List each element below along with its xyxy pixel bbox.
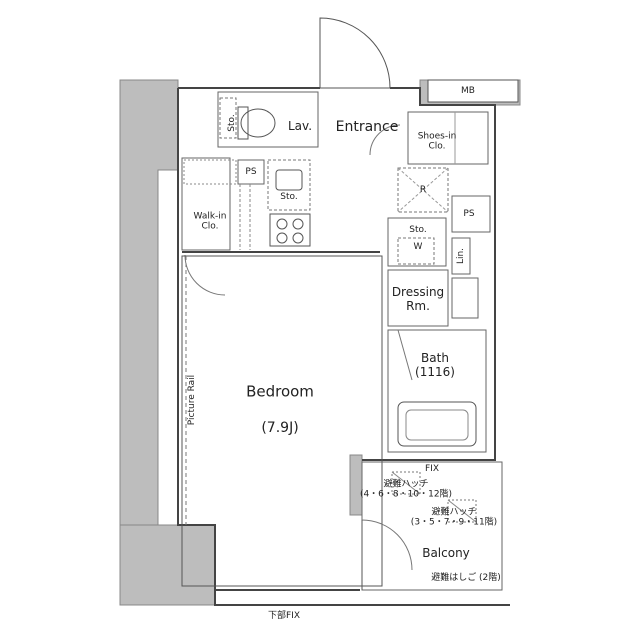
washer-label: W: [413, 241, 423, 252]
ps-right-label: PS: [463, 208, 475, 219]
mb-box: [427, 79, 519, 103]
bedroom-area: [181, 255, 383, 587]
refrigerator-label: R: [419, 184, 427, 195]
lav-room: [217, 91, 319, 148]
bath-label: Bath(1116): [415, 351, 455, 379]
ladder-label: 避難はしご (2階): [431, 572, 501, 583]
ps-top-label: PS: [245, 166, 257, 177]
hatch-b: [447, 499, 477, 523]
balcony-label: Balcony: [422, 546, 470, 561]
ps-right: [451, 195, 491, 233]
hatch-b-label: 避難ハッチ(3・5・7・9・11階): [410, 507, 498, 528]
stove: [269, 213, 311, 247]
refrigerator-space: [397, 167, 449, 213]
fix-label: FIX: [425, 463, 439, 474]
hatch-a-label: 避難ハッチ(4・6・8・10・12階): [359, 479, 453, 500]
picture-rail-label: Picture Rail: [186, 374, 197, 426]
exterior-wall: [177, 87, 510, 606]
mb-label: MB: [461, 85, 475, 96]
ps-top: [237, 159, 265, 185]
entrance-label: Entrance: [335, 118, 399, 135]
bathtub: [397, 401, 477, 447]
hatch-a: [391, 471, 421, 495]
lower-fix-label: 下部FIX: [268, 610, 300, 621]
walk-in-clo: [181, 157, 231, 251]
sink: [275, 169, 303, 191]
sto-lav-label: Sto.: [226, 114, 237, 132]
lav-sto: [219, 97, 237, 139]
washer-space: [387, 217, 447, 267]
linen-label: Lin.: [455, 247, 466, 265]
dressing-room: [387, 269, 449, 327]
linen-closet: [451, 237, 471, 275]
sto-dressing-label: Sto.: [409, 224, 427, 235]
entrance-door: [319, 17, 391, 89]
column-left-bottom: [119, 524, 216, 606]
bedroom-size-label: (7.9J): [261, 419, 299, 436]
shoes-in-clo: [407, 111, 489, 165]
bedroom-label: Bedroom: [246, 382, 314, 401]
sto-kitchen-label: Sto.: [280, 191, 298, 202]
lav-label: Lav.: [287, 119, 313, 134]
shelf-hatched: [183, 159, 237, 185]
column-left-wall: [119, 79, 179, 526]
toilet: [240, 108, 276, 138]
kitchen-sto: [267, 159, 311, 211]
bath-room: [387, 329, 487, 453]
